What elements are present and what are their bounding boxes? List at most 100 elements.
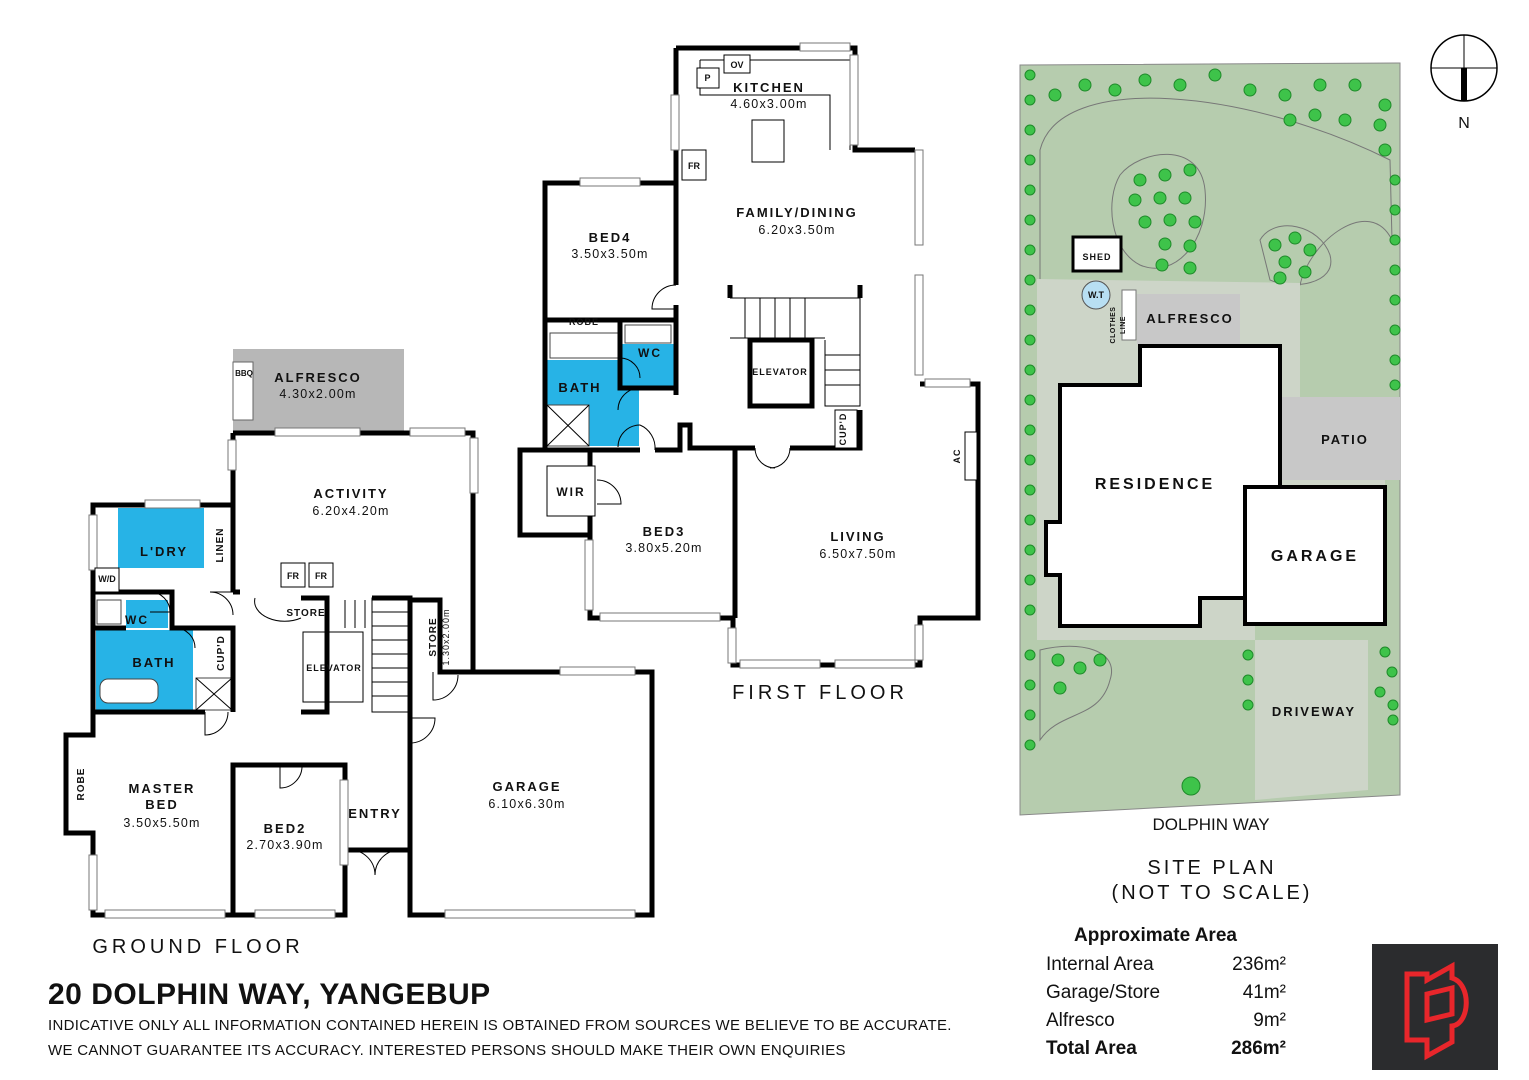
site-plan: N SHED W.T CLOTHES LINE ALFRESCO PATIO R… — [1019, 34, 1498, 904]
logo-mark-icon — [1404, 961, 1469, 1061]
gf-entry-label: ENTRY — [348, 806, 402, 821]
area-heading: Approximate Area — [1074, 925, 1237, 946]
gf-bath-label: BATH — [132, 655, 175, 670]
first-floor-plan: OV P KITCHEN 4.60x3.00m FR FAMILY/DINING… — [517, 42, 981, 704]
area-row: Garage/Store 41m² — [1046, 979, 1286, 1007]
gf-bathtub — [99, 678, 159, 704]
gf-wd-label: W/D — [98, 574, 116, 584]
property-address: 20 DOLPHIN WAY, YANGEBUP — [48, 978, 491, 1011]
site-shed-label: SHED — [1082, 252, 1111, 262]
ff-family-label: FAMILY/DINING — [736, 205, 858, 220]
site-pathway — [1039, 97, 1393, 286]
area-total-label: Total Area — [1046, 1038, 1137, 1059]
site-patio — [1282, 397, 1400, 480]
ff-elevator-label: ELEVATOR — [752, 367, 808, 377]
site-driveway-label: DRIVEWAY — [1272, 704, 1356, 719]
ff-stairs — [730, 297, 861, 407]
area-row-value: 41m² — [1242, 982, 1286, 1003]
gf-wc-label: WC — [125, 613, 149, 627]
site-street-label: DOLPHIN WAY — [1152, 815, 1269, 834]
gf-bed2-label: BED2 — [264, 821, 307, 836]
gf-store-label: STORE — [286, 608, 325, 619]
ground-floor-label: GROUND FLOOR — [92, 936, 303, 958]
area-total-row: Total Area 286m² — [1046, 1035, 1286, 1063]
site-residence-label: RESIDENCE — [1095, 476, 1215, 493]
site-garage — [1243, 485, 1387, 626]
site-clothes-label-2: LINE — [1120, 316, 1127, 334]
gf-robe-label: ROBE — [76, 768, 87, 801]
gf-fr1-label: FR — [287, 571, 299, 581]
ff-family-size: 6.20x3.50m — [758, 223, 835, 237]
gf-master-label-1: MASTER — [129, 781, 196, 796]
area-total-value: 286m² — [1231, 1038, 1286, 1059]
ff-inner-walls — [545, 183, 863, 618]
ff-cupd-label: CUP'D — [838, 413, 848, 446]
gf-alfresco-size: 4.30x2.00m — [279, 387, 356, 401]
gf-garage-label: GARAGE — [492, 779, 561, 794]
gf-store2-label: STORE — [428, 617, 439, 656]
gf-bbq-label: BBQ — [235, 369, 253, 378]
north-label: N — [1458, 115, 1470, 132]
disclaimer-line-2: WE CANNOT GUARANTEE ITS ACCURACY. INTERE… — [48, 1042, 846, 1059]
disclaimer-line-1: INDICATIVE ONLY ALL INFORMATION CONTAINE… — [48, 1017, 952, 1034]
gf-bbq — [232, 361, 254, 421]
site-wt-label: W.T — [1088, 290, 1104, 300]
area-summary: Approximate Area Internal Area 236m² Gar… — [1046, 925, 1286, 1063]
ff-bed3-label: BED3 — [643, 524, 686, 539]
gf-store2-size: 1.30x2.00m — [441, 608, 451, 665]
site-residence — [1044, 344, 1282, 628]
ground-floor-plan: ALFRESCO 4.30x2.00m BBQ ACTIVITY 6.20x4.… — [63, 349, 655, 958]
ff-kitchen-size: 4.60x3.00m — [730, 97, 807, 111]
gf-activity-label: ACTIVITY — [313, 486, 388, 501]
ff-p-label: P — [704, 73, 711, 83]
site-plan-title-2: (NOT TO SCALE) — [1112, 882, 1313, 904]
gf-alfresco-label: ALFRESCO — [274, 370, 362, 385]
ff-bath-label: BATH — [558, 380, 601, 395]
gf-laundry-tiles — [118, 508, 204, 568]
brand-logo — [1372, 944, 1498, 1070]
ff-wc-label: WC — [638, 346, 662, 360]
area-row-label: Alfresco — [1046, 1010, 1115, 1031]
site-patio-label: PATIO — [1321, 432, 1369, 447]
gf-cupd-label: CUP'D — [216, 635, 227, 671]
ff-bed3-size: 3.80x5.20m — [625, 541, 702, 555]
gf-laundry-label: L'DRY — [140, 544, 188, 559]
ff-ov-label: OV — [730, 60, 743, 70]
site-shed — [1071, 235, 1123, 273]
site-trees — [1024, 68, 1401, 796]
site-plan-title-1: SITE PLAN — [1147, 857, 1276, 879]
site-clothes-label-1: CLOTHES — [1110, 307, 1117, 344]
area-row-value: 236m² — [1232, 954, 1286, 975]
ff-fr-label: FR — [688, 161, 700, 171]
area-row-label: Internal Area — [1046, 954, 1154, 975]
ff-living-size: 6.50x7.50m — [819, 547, 896, 561]
gf-activity-size: 6.20x4.20m — [312, 504, 389, 518]
gf-bed2-size: 2.70x3.90m — [246, 838, 323, 852]
ff-wc-tiles — [622, 344, 674, 388]
area-row-label: Garage/Store — [1046, 982, 1161, 1003]
area-row: Internal Area 236m² — [1046, 951, 1286, 979]
ff-kitchen-label: KITCHEN — [733, 80, 805, 95]
site-garage-label: GARAGE — [1271, 548, 1359, 565]
ff-ac-label: AC — [952, 449, 962, 464]
gf-master-label-2: BED — [145, 797, 178, 812]
gf-stairs — [344, 597, 409, 713]
gf-inner-walls — [93, 505, 413, 853]
gf-alfresco-area — [233, 349, 404, 433]
site-alfresco — [1137, 294, 1240, 344]
site-alfresco-label: ALFRESCO — [1146, 311, 1234, 326]
site-water-tank — [1081, 280, 1111, 310]
gf-fr2-label: FR — [315, 571, 327, 581]
area-row: Alfresco 9m² — [1046, 1007, 1286, 1035]
first-floor-label: FIRST FLOOR — [732, 682, 908, 704]
ff-living-label: LIVING — [830, 529, 885, 544]
ff-bed4-label: BED4 — [589, 230, 632, 245]
gf-wc-tiles — [126, 600, 168, 628]
gf-linen-label: LINEN — [215, 528, 226, 563]
ff-robe-label: ROBE — [569, 317, 599, 327]
ff-wir-label: WIR — [556, 485, 585, 499]
ff-bed4-size: 3.50x3.50m — [571, 247, 648, 261]
north-arrow-icon — [1430, 34, 1498, 102]
gf-elevator-label: ELEVATOR — [306, 663, 362, 673]
